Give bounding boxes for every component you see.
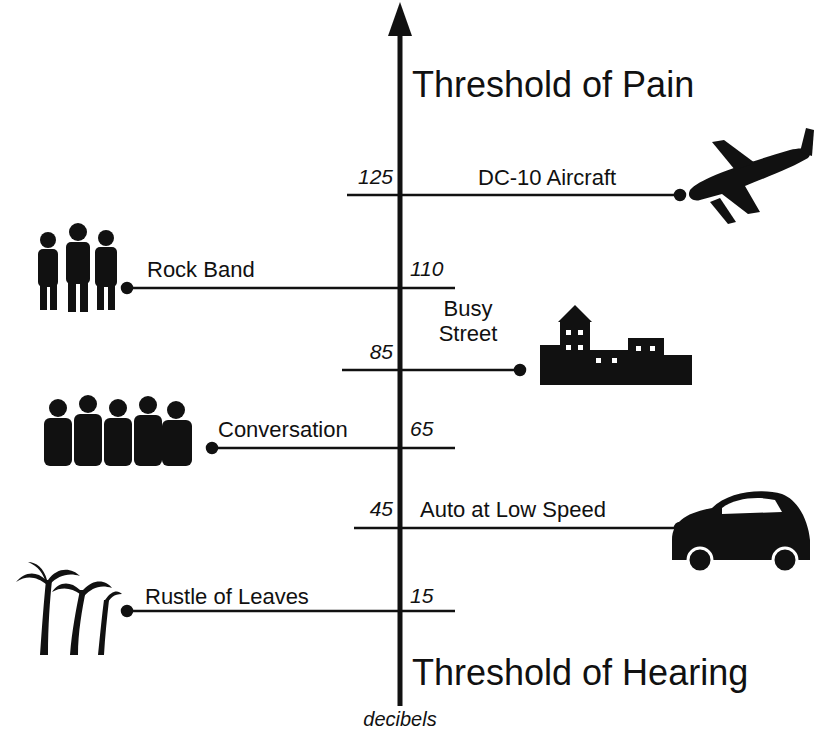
axis-end-label: Threshold of Hearing	[412, 652, 748, 693]
decibel-value: 65	[410, 417, 433, 441]
building-icon	[540, 305, 692, 385]
tick-line	[354, 527, 680, 530]
sound-source-label: Auto at Low Speed	[420, 497, 606, 522]
decibel-value: 125	[358, 165, 393, 189]
car-icon	[672, 491, 810, 572]
tick-line	[347, 194, 680, 197]
leader-dot	[515, 365, 525, 375]
sound-source-label: Rustle of Leaves	[145, 584, 309, 609]
leader-dot	[675, 190, 685, 200]
sound-source-label: Rock Band	[147, 257, 255, 282]
decibel-value: 15	[410, 584, 433, 608]
rock-band-icon	[38, 223, 117, 312]
sound-source-label: Conversation	[218, 417, 348, 442]
tick-line	[127, 610, 455, 613]
axis-end-label: Threshold of Pain	[412, 64, 694, 105]
tick-line	[127, 287, 455, 290]
leader-dot	[207, 443, 217, 453]
leader-dot	[122, 283, 132, 293]
crowd-icon	[44, 395, 192, 466]
airplane-icon	[689, 128, 814, 224]
sound-source-label: Busy Street	[423, 296, 513, 347]
tick-line	[342, 369, 520, 372]
leader-dot	[122, 606, 132, 616]
palm-tree-icon	[16, 562, 122, 655]
decibel-value: 45	[370, 497, 393, 521]
tick-line	[212, 447, 455, 450]
axis-arrowhead	[388, 2, 412, 36]
sound-source-label: DC-10 Aircraft	[478, 165, 616, 190]
axis-unit-label: decibels	[363, 708, 436, 731]
decibel-value: 110	[410, 257, 443, 281]
decibel-axis	[398, 30, 403, 706]
decibel-value: 85	[370, 340, 393, 364]
